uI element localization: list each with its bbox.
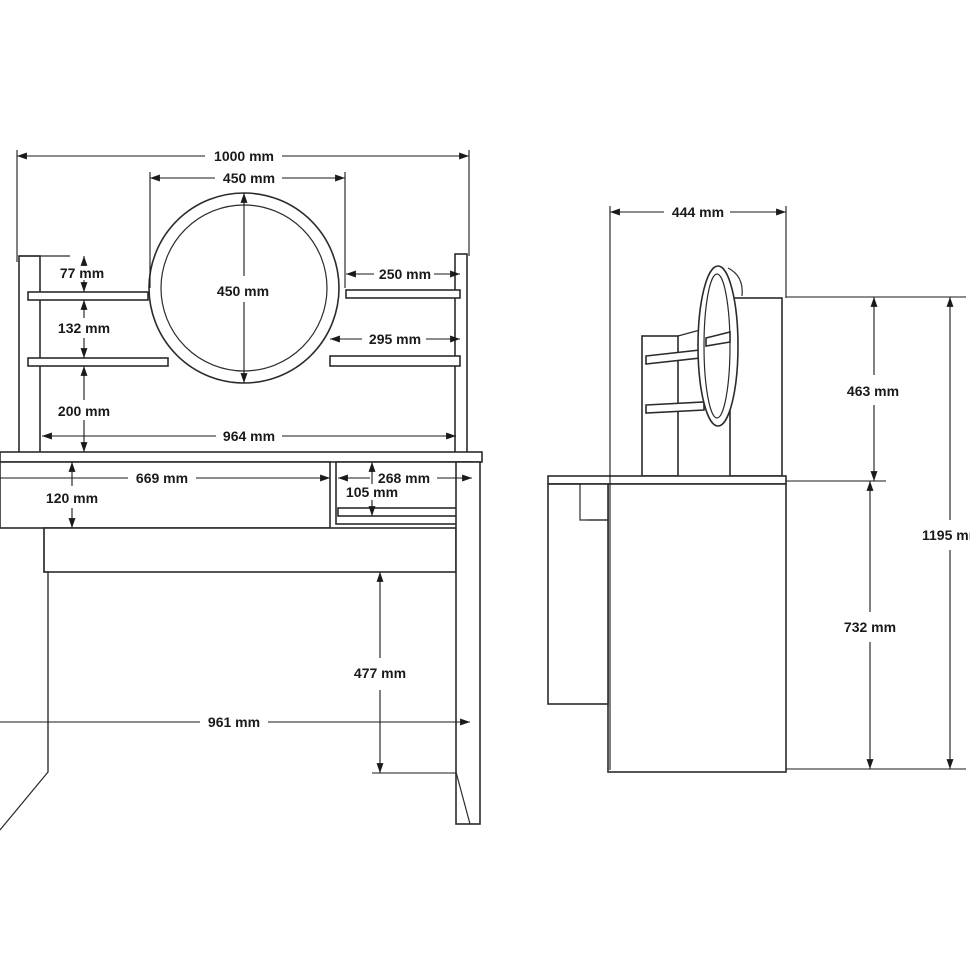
label-right-shelf-top: 250 mm bbox=[379, 266, 431, 282]
front-dimensions: 1000 mm 450 mm 450 mm 77 mm 132 mm 200 m… bbox=[0, 148, 472, 774]
label-leg-span: 961 mm bbox=[208, 714, 260, 730]
side-dimensions: 444 mm 463 mm 732 mm 1195 mm bbox=[609, 204, 970, 770]
label-cubby-height: 105 mm bbox=[346, 484, 398, 500]
side-desk-body bbox=[607, 483, 787, 773]
label-drawer-width: 669 mm bbox=[136, 470, 188, 486]
label-shelf-gap-low: 200 mm bbox=[58, 403, 110, 419]
side-hutch-panel bbox=[729, 297, 783, 477]
label-desk-height: 732 mm bbox=[844, 619, 896, 635]
left-shelf-low bbox=[27, 357, 169, 367]
label-right-shelf-low: 295 mm bbox=[369, 331, 421, 347]
desktop bbox=[0, 451, 483, 463]
right-shelf-top bbox=[345, 289, 461, 299]
label-cubby-width: 268 mm bbox=[378, 470, 430, 486]
side-view bbox=[547, 265, 787, 773]
label-mirror-height: 450 mm bbox=[217, 283, 269, 299]
label-shelf-gap-mid: 132 mm bbox=[58, 320, 110, 336]
label-mirror-width: 450 mm bbox=[223, 170, 275, 186]
drawer-front bbox=[0, 461, 331, 529]
label-total-height: 1195 mm bbox=[922, 527, 970, 543]
side-drawer-front bbox=[547, 483, 609, 705]
hutch-left-panel bbox=[18, 255, 41, 455]
label-shelf-gap-top: 77 mm bbox=[60, 265, 104, 281]
side-shelf-low bbox=[645, 401, 705, 414]
left-leg bbox=[0, 528, 49, 831]
label-hutch-width: 964 mm bbox=[223, 428, 275, 444]
label-hutch-height: 463 mm bbox=[847, 383, 899, 399]
modesty-panel bbox=[43, 527, 457, 573]
side-mirror-glass bbox=[703, 273, 731, 419]
right-leg bbox=[455, 461, 481, 825]
left-shelf-top bbox=[27, 291, 149, 301]
cubby-shelf bbox=[337, 507, 473, 517]
right-shelf-low bbox=[329, 355, 461, 367]
label-depth: 444 mm bbox=[672, 204, 724, 220]
label-drawer-height: 120 mm bbox=[46, 490, 98, 506]
side-mirror-bracket bbox=[705, 330, 731, 347]
side-desktop bbox=[547, 475, 787, 485]
label-width-total: 1000 mm bbox=[214, 148, 274, 164]
front-view bbox=[0, 192, 483, 831]
label-knee-height: 477 mm bbox=[354, 665, 406, 681]
hutch-right-panel bbox=[454, 253, 468, 455]
